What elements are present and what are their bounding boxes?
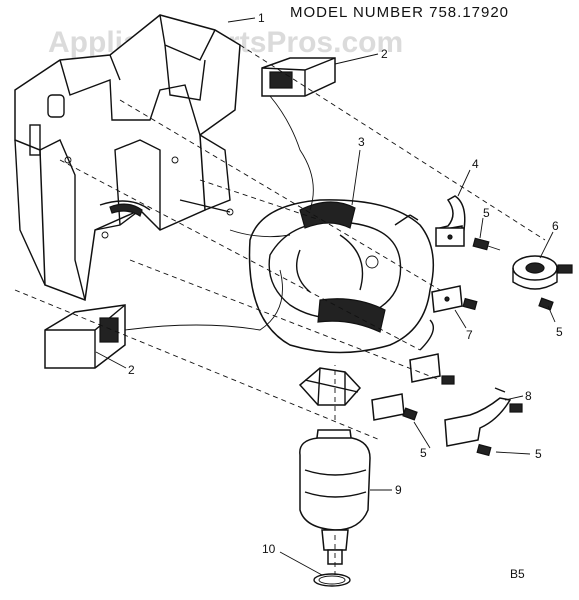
field-coil bbox=[248, 199, 435, 354]
screw-icon bbox=[441, 375, 455, 385]
bracket-lower-mid bbox=[371, 393, 405, 421]
callout-4: 4 bbox=[472, 157, 479, 171]
callout-5-a: 5 bbox=[483, 206, 490, 220]
clamp-6 bbox=[512, 255, 558, 290]
callout-5-d: 5 bbox=[535, 447, 542, 461]
u-clamp-8 bbox=[444, 387, 512, 447]
callout-2-left: 2 bbox=[128, 363, 135, 377]
screw-icon bbox=[402, 407, 418, 421]
assembly-lines bbox=[14, 44, 546, 575]
callout-8: 8 bbox=[525, 389, 532, 403]
callout-7: 7 bbox=[466, 328, 473, 342]
plate-7 bbox=[431, 285, 463, 313]
screw-icon bbox=[472, 237, 501, 251]
screw-icon bbox=[509, 403, 523, 413]
screw-icon bbox=[462, 297, 478, 311]
ring-10 bbox=[313, 573, 351, 587]
callout-5-c: 5 bbox=[420, 446, 427, 460]
callout-5-b: 5 bbox=[556, 325, 563, 339]
housing-frame bbox=[14, 14, 241, 302]
armature-9 bbox=[298, 367, 371, 565]
model-number-title: MODEL NUMBER 758.17920 bbox=[290, 4, 509, 21]
page-code: B5 bbox=[510, 567, 525, 581]
bracket-lower-left bbox=[409, 319, 441, 383]
callout-3: 3 bbox=[358, 135, 365, 149]
bracket-4 bbox=[435, 195, 466, 247]
screws bbox=[402, 237, 573, 457]
leader-lines bbox=[95, 17, 556, 576]
callout-1: 1 bbox=[258, 11, 265, 25]
screw-icon bbox=[557, 264, 573, 274]
brush-holder-left bbox=[44, 304, 126, 369]
screw-icon bbox=[476, 443, 492, 457]
callout-2-top: 2 bbox=[381, 47, 388, 61]
screw-icon bbox=[538, 297, 554, 311]
callout-6: 6 bbox=[552, 219, 559, 233]
callout-10: 10 bbox=[262, 542, 276, 556]
brush-holder-top bbox=[261, 57, 336, 97]
callout-9: 9 bbox=[395, 483, 402, 497]
